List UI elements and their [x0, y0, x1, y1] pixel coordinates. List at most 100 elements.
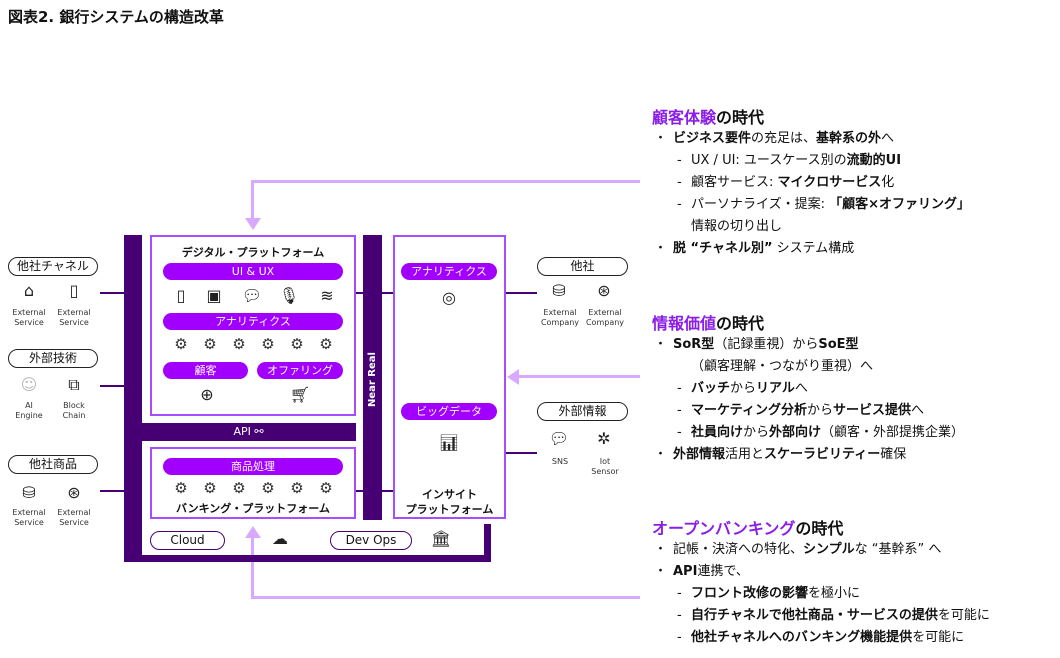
- database-home-icon: ⛁: [22, 483, 36, 502]
- connector: [100, 490, 124, 492]
- devops-label: Dev Ops: [330, 531, 412, 550]
- text: から: [730, 381, 757, 396]
- mobile-phone-icon: ▯: [69, 281, 79, 300]
- other-channels-label: 他社チャネル: [8, 257, 98, 276]
- insight-platform-title: インサイトプラットフォーム: [405, 488, 494, 516]
- sub-item: -パーソナライズ・提案: 「顧客×オファリング」: [652, 194, 970, 216]
- infrastructure-bar: [124, 555, 491, 562]
- arrowhead-up: [245, 526, 261, 538]
- heading-rest: の時代: [716, 108, 765, 127]
- figure-title: 図表2. 銀行システムの構造改革: [8, 8, 224, 26]
- chat-bubble-icon: 💬︎: [241, 286, 263, 305]
- insight-platform-box: アナリティクス ◎ ビッグデータ 📊︎ インサイトプラットフォーム: [393, 235, 506, 519]
- dash-marker: -: [677, 630, 682, 645]
- network-globe-icon: ⊕: [200, 385, 214, 404]
- dash-marker: -: [677, 425, 682, 440]
- integration-bus: [124, 235, 142, 562]
- bullet-marker: ・: [654, 337, 668, 352]
- arrow-segment: [251, 538, 254, 599]
- dash-marker: -: [677, 608, 682, 623]
- api-bar[interactable]: API ⚯: [141, 423, 356, 441]
- database-home-icon: ⛁: [552, 281, 566, 300]
- emphasis-text: SoE型: [818, 337, 859, 352]
- globe-cycle-icon: ⊛: [67, 483, 81, 502]
- gear-icon: ⚙: [203, 335, 217, 353]
- insight-analytics-pill: アナリティクス: [401, 263, 497, 280]
- text: （記録重視）から: [714, 337, 819, 352]
- building-icon: 🏛︎: [430, 529, 452, 548]
- ai-head-icon: ☺: [20, 375, 38, 394]
- sub-item: -自行チャネルで他社商品・サービスの提供を可能に: [652, 605, 990, 627]
- text: を極小に: [808, 586, 861, 601]
- connector: [505, 292, 537, 294]
- target-gear-icon: ◎: [442, 288, 456, 307]
- link-icon: ⚯: [254, 425, 264, 438]
- text: 確保: [880, 447, 907, 462]
- mobile-phone-icon: ▯: [176, 286, 186, 305]
- bullet-item: ・ビジネス要件の充足は、基幹系の外へ: [652, 128, 970, 150]
- dash-marker: -: [677, 153, 682, 168]
- connector: [100, 292, 124, 294]
- arrow-open-banking: [251, 596, 640, 599]
- section-heading: 顧客体験の時代: [652, 104, 970, 128]
- text: （顧客理解・つながり重視）へ: [691, 359, 874, 374]
- arrowhead-left: [507, 369, 519, 385]
- sensor-network-icon: ✲: [597, 429, 611, 448]
- dash-marker: -: [677, 403, 682, 418]
- sub-item: -バッチからリアルへ: [652, 378, 964, 400]
- emphasis-text: 基幹系の外: [816, 131, 882, 146]
- emphasis-text: 「顧客×オファリング」: [829, 197, 971, 212]
- gear-icon: ⚙: [319, 479, 333, 497]
- cloud-upload-icon: ☁: [272, 529, 288, 548]
- text: 連携で、: [697, 564, 749, 579]
- gear-icon: ⚙: [290, 335, 304, 353]
- chat-bubble-icon: 💬︎: [548, 429, 570, 448]
- wifi-icon: ≋: [320, 286, 334, 305]
- text: 記帳・決済への特化、: [673, 542, 804, 557]
- text: 情報の切り出し: [691, 219, 783, 234]
- dash-marker: -: [677, 381, 682, 396]
- banking-platform-title: バンキング・プラットフォーム: [176, 502, 330, 515]
- emphasis-text: サービス提供: [832, 403, 911, 418]
- gear-icon: ⚙: [290, 479, 304, 497]
- uiux-pill: UI & UX: [163, 263, 343, 280]
- infrastructure-bar-right: [484, 524, 491, 562]
- emphasis-text: リアル: [756, 381, 795, 396]
- caption: SNS: [551, 457, 569, 466]
- section-heading: オープンバンキングの時代: [652, 515, 990, 539]
- connector: [355, 490, 363, 492]
- emphasis-text: 他社チャネルへのバンキング機能提供: [691, 630, 913, 645]
- arrow-info-value: [518, 375, 640, 378]
- emphasis-text: フロント改修の影響: [691, 586, 809, 601]
- sub-item: -UX / UI: ユースケース別の流動的UI: [652, 150, 970, 172]
- emphasis-text: マーケティング分析: [691, 403, 807, 418]
- text: へ: [881, 131, 895, 146]
- blocks-icon: ⧉: [68, 375, 80, 394]
- heading-accent: 顧客体験: [652, 108, 717, 127]
- connector: [382, 292, 393, 294]
- section-customer-experience: 顧客体験の時代・ビジネス要件の充足は、基幹系の外へ-UX / UI: ユースケー…: [652, 104, 970, 260]
- bar-chart-icon: 📊︎: [438, 433, 460, 452]
- bullet-item: ・脱 “チャネル別” システム構成: [652, 238, 970, 260]
- external-tech-label: 外部技術: [8, 349, 98, 368]
- text: を可能に: [912, 630, 965, 645]
- globe-cycle-icon: ⊛: [597, 281, 611, 300]
- text: システム構成: [772, 241, 855, 256]
- emphasis-text: 流動的UI: [846, 153, 902, 168]
- emphasis-text: バッチ: [691, 381, 731, 396]
- section-information-value: 情報価値の時代・SoR型（記録重視）からSoE型（顧客理解・つながり重視）へ-バ…: [652, 310, 964, 466]
- emphasis-text: 社員向け: [691, 425, 744, 440]
- external-info-label: 外部情報: [537, 402, 628, 421]
- bullet-marker: ・: [654, 542, 668, 557]
- tablet-icon: ▣: [206, 286, 222, 305]
- emphasis-text: 脱 “チャネル別”: [673, 241, 773, 256]
- arrowhead-down: [245, 218, 261, 230]
- near-real-label: Near Real: [367, 352, 378, 408]
